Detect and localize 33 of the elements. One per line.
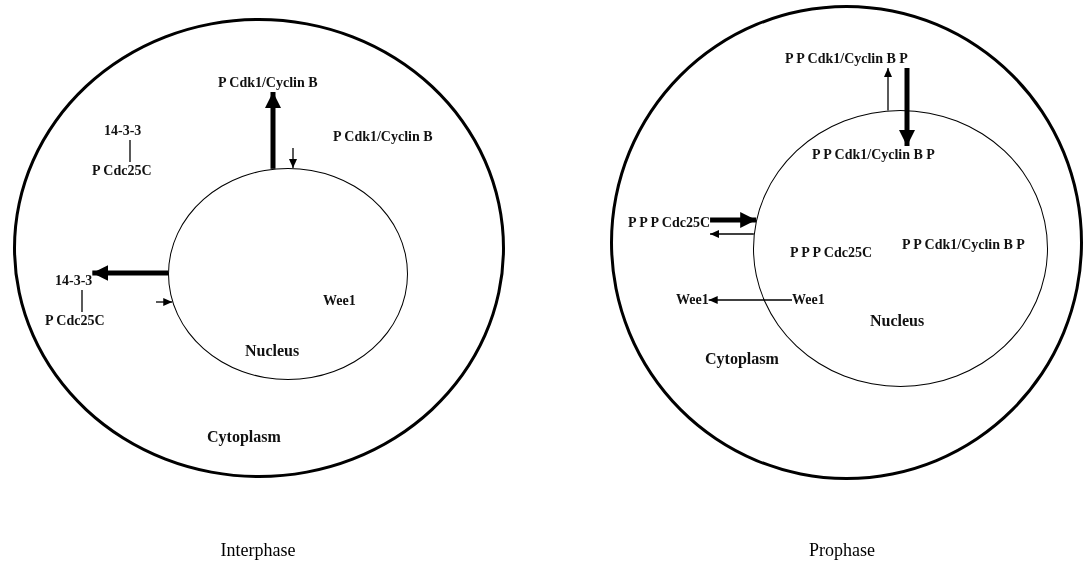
arrow [155, 298, 173, 306]
cell-outline [13, 18, 505, 478]
compartment-label: Cytoplasm [705, 350, 779, 368]
arrow [884, 67, 892, 112]
protein-label: P P P Cdc25C [628, 214, 711, 232]
protein-label: P Cdk1/Cyclin B [218, 74, 318, 92]
arrow [265, 92, 281, 169]
protein-label: P P Cdk1/Cyclin B P [812, 146, 935, 164]
protein-label: 14-3-3 [104, 122, 142, 140]
protein-label: P P P Cdc25C [790, 244, 873, 262]
protein-label: Wee1 [323, 292, 356, 310]
binding-line [81, 289, 83, 313]
compartment-label: Nucleus [245, 342, 300, 360]
protein-label: Wee1 [676, 291, 709, 309]
protein-label: P Cdc25C [92, 162, 152, 180]
arrow [709, 230, 755, 238]
protein-label: P Cdk1/Cyclin B [333, 128, 433, 146]
protein-label: P Cdc25C [45, 312, 105, 330]
arrow [708, 296, 793, 304]
protein-label: P P Cdk1/Cyclin B P [785, 50, 908, 68]
arrow [92, 265, 168, 281]
caption-text: Interphase [220, 540, 296, 560]
cell-outline [610, 5, 1083, 480]
protein-label: 14-3-3 [55, 272, 93, 290]
arrow [899, 68, 915, 146]
protein-label: P P Cdk1/Cyclin B P [902, 236, 1025, 254]
arrow [710, 212, 757, 228]
compartment-label: Nucleus [870, 312, 925, 330]
binding-line [129, 139, 131, 163]
caption-text: Prophase [809, 540, 875, 560]
arrow [289, 147, 297, 169]
compartment-label: Cytoplasm [207, 428, 281, 446]
protein-label: Wee1 [792, 291, 825, 309]
